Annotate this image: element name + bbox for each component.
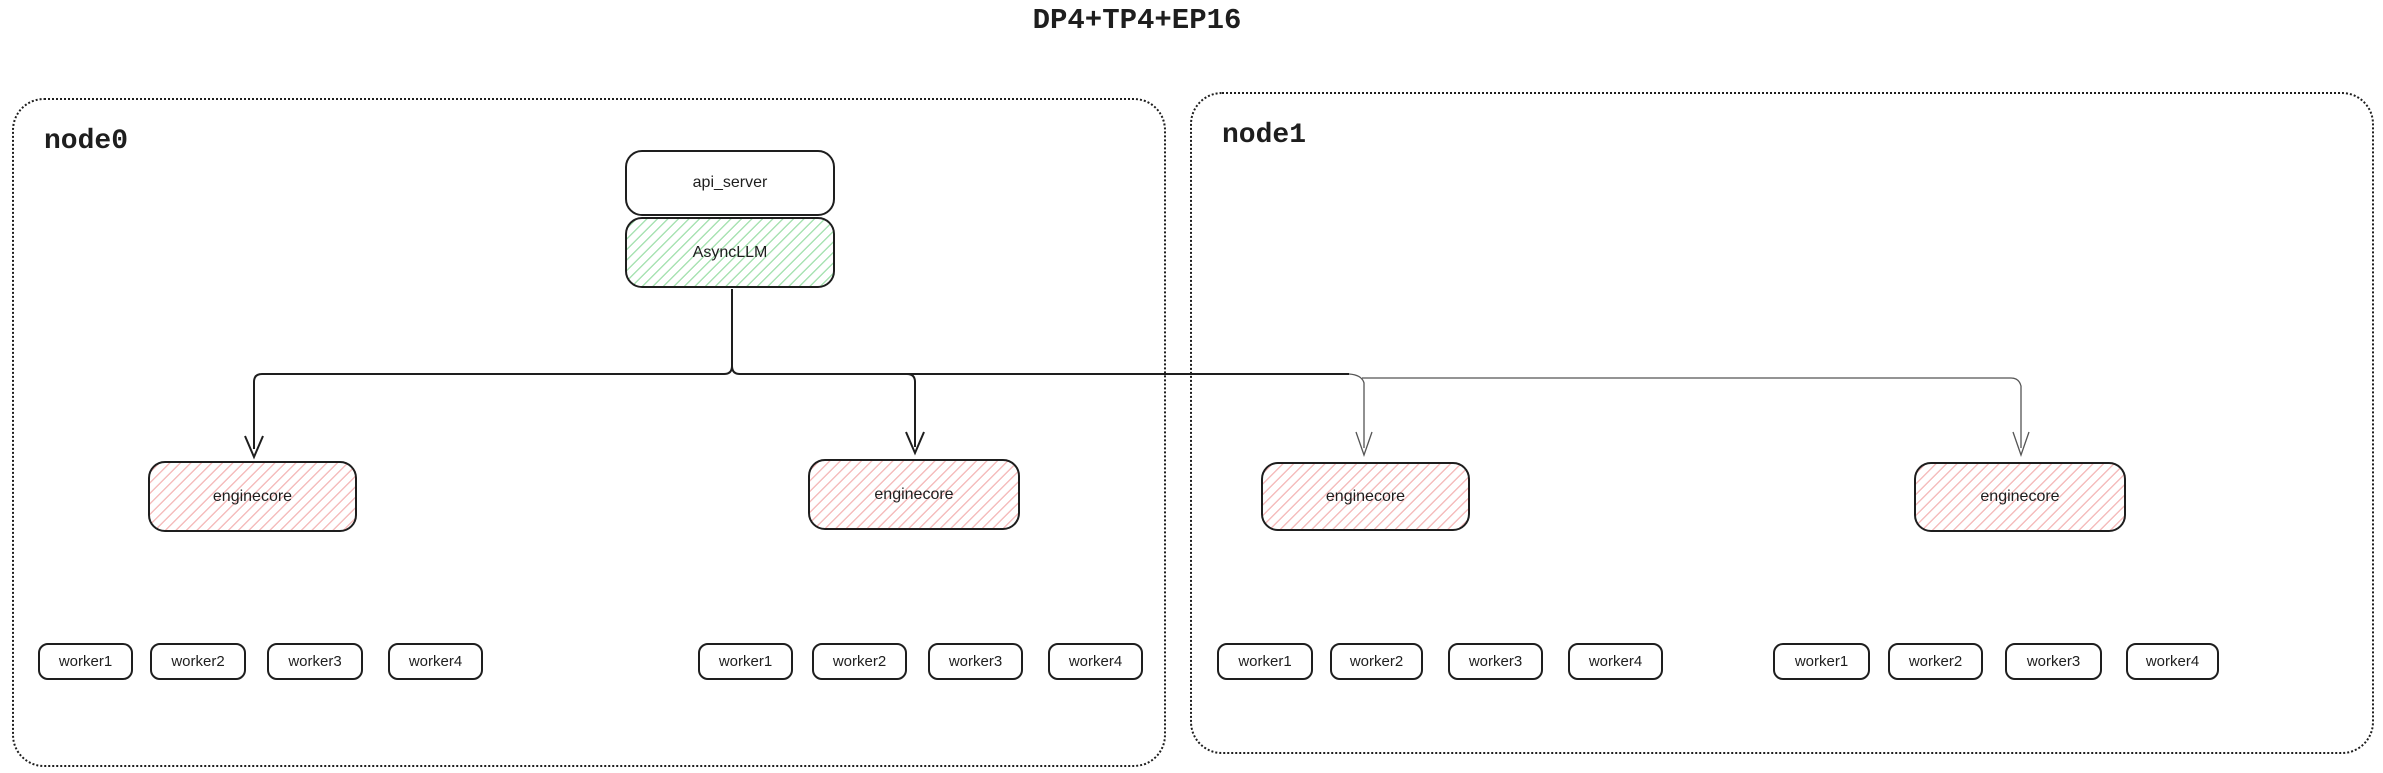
- worker-box: worker3: [1448, 643, 1543, 680]
- node1-group: node1: [1190, 92, 2374, 754]
- worker-box: worker4: [2126, 643, 2219, 680]
- worker-box: worker3: [928, 643, 1023, 680]
- worker-box: worker1: [1773, 643, 1870, 680]
- node0-label: node0: [44, 126, 129, 157]
- worker-box: worker2: [150, 643, 246, 680]
- worker-box: worker2: [812, 643, 907, 680]
- enginecore3-box: enginecore: [1261, 462, 1470, 531]
- enginecore2-box: enginecore: [808, 459, 1020, 530]
- enginecore1-box: enginecore: [148, 461, 357, 532]
- worker-box: worker1: [1217, 643, 1313, 680]
- worker-box: worker1: [698, 643, 793, 680]
- node0-group: node0: [12, 98, 1166, 767]
- worker-box: worker4: [1568, 643, 1663, 680]
- api-server-box: api_server: [625, 150, 835, 216]
- worker-box: worker1: [38, 643, 133, 680]
- diagram-title: DP4+TP4+EP16: [1032, 4, 1242, 37]
- asyncllm-box: AsyncLLM: [625, 217, 835, 288]
- worker-box: worker4: [388, 643, 483, 680]
- worker-box: worker3: [2005, 643, 2102, 680]
- enginecore4-box: enginecore: [1914, 462, 2126, 532]
- node1-label: node1: [1222, 120, 1307, 151]
- worker-box: worker2: [1888, 643, 1983, 680]
- worker-box: worker3: [267, 643, 363, 680]
- worker-box: worker2: [1330, 643, 1423, 680]
- worker-box: worker4: [1048, 643, 1143, 680]
